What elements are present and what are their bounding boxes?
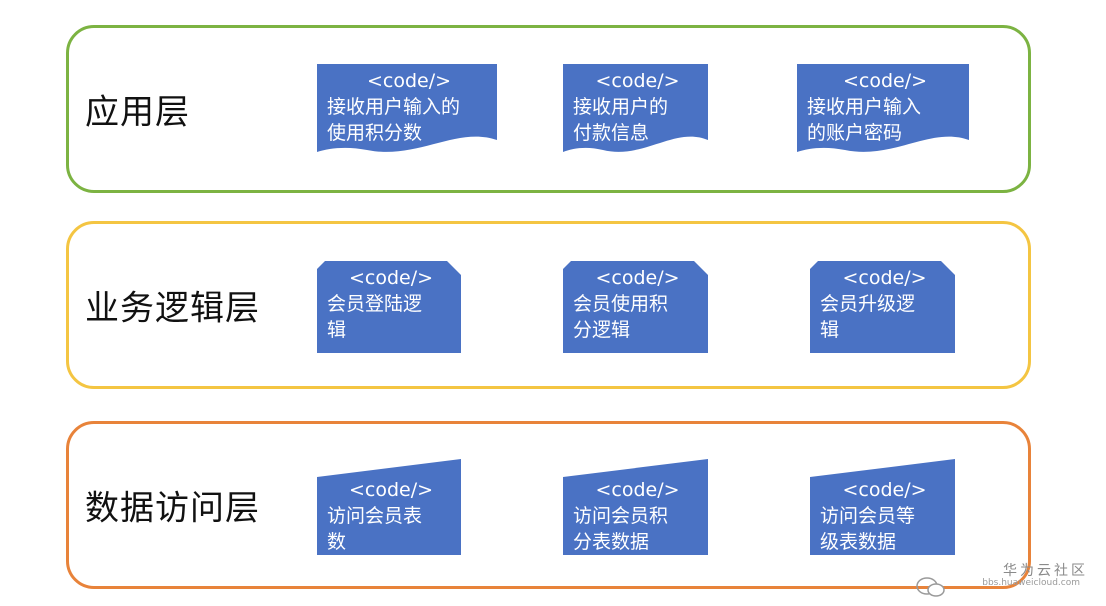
code-block-document: <code/> 接收用户的 付款信息 <box>563 64 708 156</box>
layer-data-access: 数据访问层 <box>66 421 1031 589</box>
code-block-snip: <code/> 会员升级逻 辑 <box>810 261 955 353</box>
wechat-icon <box>916 577 945 597</box>
code-tag: <code/> <box>595 479 680 501</box>
code-block-manual-input: <code/> 访问会员等 级表数据 <box>810 459 955 555</box>
snip-rect-shape <box>563 261 708 353</box>
document-shape <box>797 64 969 152</box>
code-tag: <code/> <box>595 267 680 289</box>
layer-label: 业务逻辑层 <box>85 288 260 329</box>
code-block-label: 接收用户输入 的账户密码 <box>807 96 922 144</box>
snip-rect-shape <box>810 261 955 353</box>
watermark: 华为云社区 bbs.huaweicloud.com <box>908 560 1098 600</box>
layer-label: 数据访问层 <box>85 488 260 529</box>
code-tag: <code/> <box>842 267 927 289</box>
code-block-label: 访问会员积 分表数据 <box>573 505 669 553</box>
watermark-url: bbs.huaweicloud.com <box>982 578 1080 588</box>
snip-rect-shape <box>317 261 461 353</box>
code-block-snip: <code/> 会员使用积 分逻辑 <box>563 261 708 353</box>
document-shape <box>563 64 708 152</box>
code-block-label: 访问会员表 数 <box>327 505 423 553</box>
code-block-document: <code/> 接收用户输入的 使用积分数 <box>317 64 497 156</box>
document-shape <box>317 64 497 152</box>
manual-input-shape <box>810 459 955 555</box>
manual-input-shape <box>317 459 461 555</box>
code-tag: <code/> <box>348 479 434 501</box>
code-block-label: 接收用户的 付款信息 <box>573 96 669 144</box>
manual-input-shape <box>563 459 708 555</box>
code-tag: <code/> <box>348 267 434 289</box>
code-tag: <code/> <box>595 70 680 92</box>
code-block-label: 访问会员等 级表数据 <box>820 505 916 553</box>
watermark-text: 华为云社区 <box>1003 563 1088 579</box>
layer-label: 应用层 <box>85 92 190 133</box>
code-block-label: 会员升级逻 辑 <box>820 293 916 341</box>
code-block-label: 接收用户输入的 使用积分数 <box>327 96 461 144</box>
code-block-snip: <code/> 会员登陆逻 辑 <box>317 261 461 353</box>
code-tag: <code/> <box>366 70 452 92</box>
code-block-manual-input: <code/> 访问会员表 数 <box>317 459 461 555</box>
code-block-label: 会员使用积 分逻辑 <box>573 293 669 341</box>
code-block-manual-input: <code/> 访问会员积 分表数据 <box>563 459 708 555</box>
code-tag: <code/> <box>842 479 927 501</box>
code-block-label: 会员登陆逻 辑 <box>327 293 423 341</box>
code-block-document: <code/> 接收用户输入 的账户密码 <box>797 64 969 156</box>
code-tag: <code/> <box>842 70 928 92</box>
